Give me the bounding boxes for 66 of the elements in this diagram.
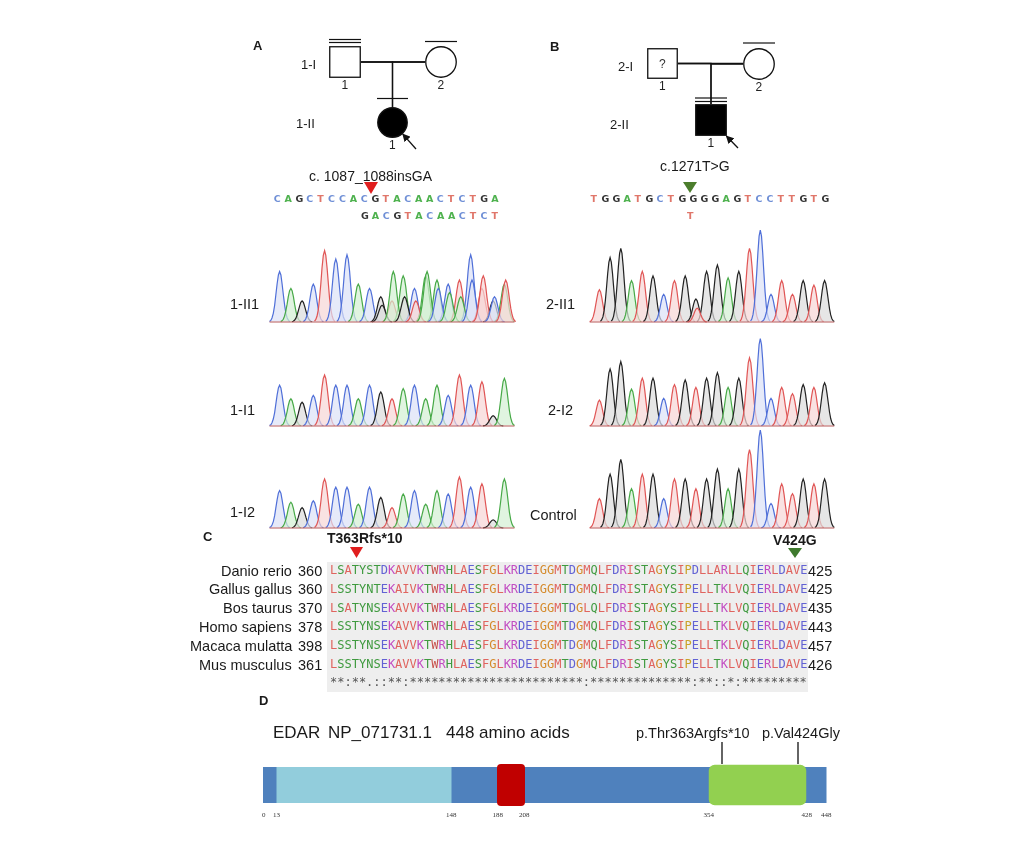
sample-label: 2-I2 (548, 401, 573, 419)
species-name: Homo sapiens (199, 618, 292, 636)
leader-line (797, 741, 799, 765)
length-label: 448 amino acids (446, 723, 570, 743)
dna-sequence: C A G C T C C A C G T A C A A C T C T G A (273, 193, 497, 205)
residue-number: 360 (298, 562, 323, 580)
conservation-line: **:**.::**:************************:**************:**::*:********* (330, 676, 807, 690)
protein-sequence: LSSTYNSEKAVVKTWRHLAESFGLKRDEIGGMTDGMQLFDRISTAGYSIPELLTKLVQIERLDAVE (330, 620, 808, 635)
proband-arrow (402, 133, 417, 150)
individual-number: 1 (389, 139, 396, 153)
sample-label: 1-I2 (230, 503, 255, 521)
residue-number: 370 (298, 600, 323, 617)
gene-label: EDAR (273, 723, 321, 743)
generation-label: 2-I (618, 59, 634, 75)
status-label: ? (659, 56, 666, 71)
species-name: Mus musculus (199, 656, 292, 674)
generation-label: 1-II (296, 116, 315, 132)
generation-label: 1-I (301, 57, 317, 73)
descent-line (710, 63, 744, 105)
residue-number: 443 (808, 618, 833, 636)
sample-label: 1-II1 (230, 295, 259, 313)
descent-line (391, 61, 426, 108)
individual-number: 2 (437, 79, 445, 93)
sample-label: Control (530, 506, 577, 524)
species-name: Danio rerio (221, 562, 292, 580)
species-name: Gallus gallus (209, 581, 292, 598)
panel-letter: C (203, 529, 213, 545)
species-name: Macaca mulatta (190, 637, 293, 655)
individual-number: 2 (755, 81, 763, 95)
residue-number: 361 (298, 656, 323, 674)
protein-sequence: LSSTYNTEKAIVKTWRHLAESFGLKRDEIGGMTDGMQLFDRISTAGYSIPELLTKLVQIERLDAVE (330, 582, 808, 597)
residue-number: 426 (808, 656, 833, 674)
protein-sequence: LSATYNSEKAVVKTWRHLAESFGLKRDEIGGMTDGLQLFDRISTAGYSIPELLTKLVQIERLDAVE (330, 601, 808, 616)
proband-arrow (725, 135, 739, 149)
individual-number: 1 (341, 79, 349, 93)
variant-label: p.Val424Gly (762, 724, 840, 742)
accession-label: NP_071731.1 (328, 723, 432, 743)
domain-block (708, 764, 807, 806)
variant-label: V424G (773, 532, 817, 549)
residue-number: 457 (808, 637, 833, 655)
mutation-label: c. 1087_1088insGA (309, 167, 432, 184)
individual-number: 1 (707, 137, 715, 151)
dna-sequence: T (686, 210, 695, 222)
residue-number: 360 (298, 581, 323, 598)
mutation-label: c.1271T>G (660, 158, 730, 175)
dna-sequence: G A C G T A C A A C T C T (360, 210, 497, 222)
dna-sequence: T G G A T G C T G G G G A G T C C T T G T G (590, 193, 827, 205)
species-name: Bos taurus (223, 600, 293, 617)
panel-letter: A (253, 38, 263, 54)
residue-number: 398 (298, 637, 323, 655)
residue-number: 378 (298, 618, 323, 636)
sample-label: 1-I1 (230, 401, 255, 419)
leader-line (721, 741, 723, 765)
sample-label: 2-II1 (546, 295, 575, 313)
panel-letter: D (259, 693, 269, 709)
variant-label: p.Thr363Argfs*10 (636, 724, 750, 742)
generation-label: 2-II (610, 117, 629, 133)
variant-label: T363Rfs*10 (327, 529, 403, 546)
protein-sequence: LSSTYNSEKAVVKTWRHLAESFGLKRDEIGGMTDGMQLFDRISTAGYSIPELLTKLVQIERLDAVE (330, 658, 808, 672)
individual-number: 1 (659, 80, 666, 94)
protein-sequence: LSSTYNSEKAVVKTWRHLAESFGLKRDEIGGMTDGMQLFDRISTAGYSIPELLTKLVQIERLDAVE (330, 639, 808, 653)
residue-number: 435 (808, 600, 833, 617)
residue-number: 425 (808, 581, 833, 598)
protein-sequence: LSATYSTDKAVVKTWRHLAESFGLKRDEIGGMTDGMQLFDRISTAGYSIPDLLARLLQIERLDAVE (330, 564, 808, 578)
residue-number: 425 (808, 562, 833, 580)
panel-letter: B (550, 39, 560, 55)
